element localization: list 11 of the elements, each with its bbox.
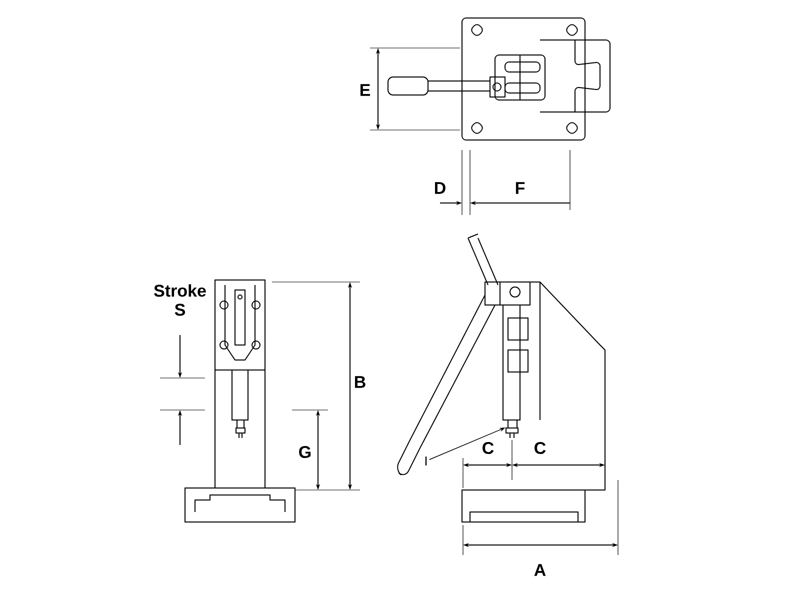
dimension-label: A: [534, 564, 546, 576]
dimension-label: C: [534, 442, 546, 454]
dimension-label: C: [482, 442, 494, 454]
dimension-label: G: [299, 446, 311, 458]
callout-letter: I: [425, 456, 427, 466]
dimension-label: D: [435, 182, 446, 194]
ram-nut: [506, 428, 518, 434]
dimension-label: Stroke S: [154, 284, 206, 316]
dimension-label: F: [516, 182, 525, 194]
dimension-label: E: [360, 84, 370, 96]
dimension-label: B: [355, 376, 366, 388]
